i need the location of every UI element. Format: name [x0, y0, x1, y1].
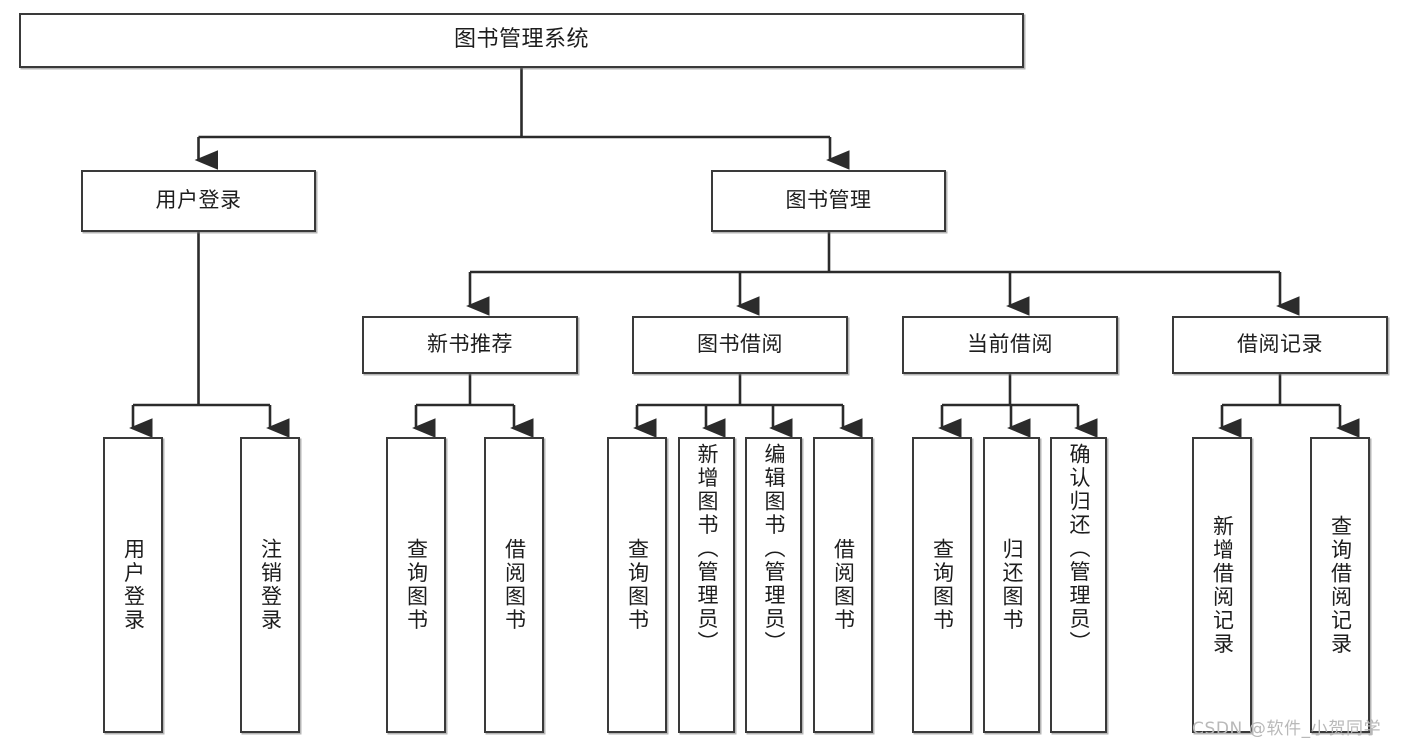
- leaf-borrow-book-recommend[interactable]: 借阅图书: [484, 437, 544, 733]
- leaf-edit-book-admin-label: 编辑图书（管理员）: [762, 443, 786, 655]
- leaf-query-borrow-record[interactable]: 查询借阅记录: [1310, 437, 1370, 733]
- leaf-confirm-return-admin-label: 确认归还（管理员）: [1067, 443, 1091, 655]
- leaf-query-book-recommend-label: 查询图书: [404, 538, 429, 632]
- node-borrow-records[interactable]: 借阅记录: [1172, 316, 1388, 374]
- node-borrow-records-label: 借阅记录: [1237, 332, 1323, 357]
- leaf-add-book-admin-label: 新增图书（管理员）: [695, 443, 719, 655]
- node-user-login-label: 用户登录: [155, 188, 242, 213]
- leaf-add-book-admin[interactable]: 新增图书（管理员）: [678, 437, 735, 733]
- node-book-borrow-label: 图书借阅: [697, 332, 783, 357]
- leaf-borrow-book-label: 借阅图书: [831, 538, 856, 632]
- leaf-user-login-label: 用户登录: [121, 538, 146, 632]
- node-book-management-label: 图书管理: [785, 188, 872, 213]
- node-root-label: 图书管理系统: [453, 27, 589, 53]
- leaf-logout-label: 注销登录: [258, 538, 283, 632]
- node-root[interactable]: 图书管理系统: [19, 13, 1024, 68]
- leaf-add-borrow-record[interactable]: 新增借阅记录: [1192, 437, 1252, 733]
- leaf-borrow-book-recommend-label: 借阅图书: [502, 538, 527, 632]
- node-current-borrow-label: 当前借阅: [967, 332, 1053, 357]
- leaf-borrow-book[interactable]: 借阅图书: [813, 437, 873, 733]
- leaf-return-book-label: 归还图书: [1000, 538, 1024, 632]
- leaf-user-login[interactable]: 用户登录: [103, 437, 163, 733]
- csdn-watermark: CSDN @软件_小贺同学: [1192, 719, 1382, 739]
- node-book-borrow[interactable]: 图书借阅: [632, 316, 848, 374]
- leaf-query-book-current[interactable]: 查询图书: [912, 437, 972, 733]
- node-new-book-recommend[interactable]: 新书推荐: [362, 316, 578, 374]
- leaf-query-borrow-record-label: 查询借阅记录: [1328, 514, 1353, 656]
- node-user-login[interactable]: 用户登录: [81, 170, 316, 232]
- node-new-book-recommend-label: 新书推荐: [427, 332, 513, 357]
- leaf-edit-book-admin[interactable]: 编辑图书（管理员）: [745, 437, 802, 733]
- leaf-confirm-return-admin[interactable]: 确认归还（管理员）: [1050, 437, 1107, 733]
- leaf-query-book-borrow[interactable]: 查询图书: [607, 437, 667, 733]
- leaf-logout[interactable]: 注销登录: [240, 437, 300, 733]
- leaf-query-book-borrow-label: 查询图书: [625, 538, 650, 632]
- node-current-borrow[interactable]: 当前借阅: [902, 316, 1118, 374]
- node-book-management[interactable]: 图书管理: [711, 170, 946, 232]
- leaf-add-borrow-record-label: 新增借阅记录: [1210, 514, 1235, 656]
- leaf-return-book[interactable]: 归还图书: [983, 437, 1040, 733]
- leaf-query-book-current-label: 查询图书: [930, 538, 955, 632]
- leaf-query-book-recommend[interactable]: 查询图书: [386, 437, 446, 733]
